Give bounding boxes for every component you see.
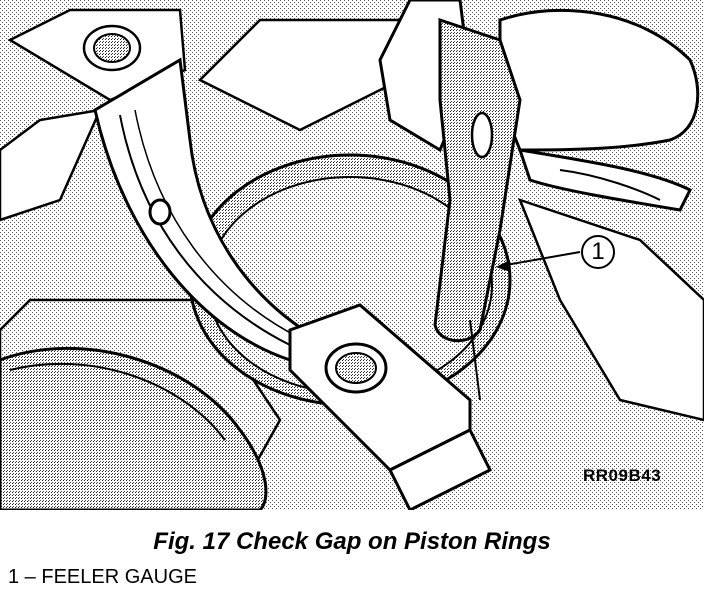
callout-number: 1 (581, 235, 615, 269)
legend-separator: – (19, 566, 42, 588)
legend-number: 1 (8, 566, 20, 588)
callout-arrowhead (496, 260, 510, 272)
upper-bolt-hole (82, 24, 142, 72)
figure-caption: Fig. 17 Check Gap on Piston Rings (153, 528, 551, 555)
reference-code: RR09B43 (583, 466, 662, 485)
bearing-cap (288, 303, 493, 510)
legend: 1 – FEELER GAUGE (8, 566, 197, 589)
callout-leader (499, 251, 581, 267)
feeler-gauge (433, 17, 522, 401)
engine-block-illustration (0, 0, 704, 510)
legend-label: FEELER GAUGE (41, 566, 197, 588)
lower-cylinder-bore (0, 347, 268, 510)
